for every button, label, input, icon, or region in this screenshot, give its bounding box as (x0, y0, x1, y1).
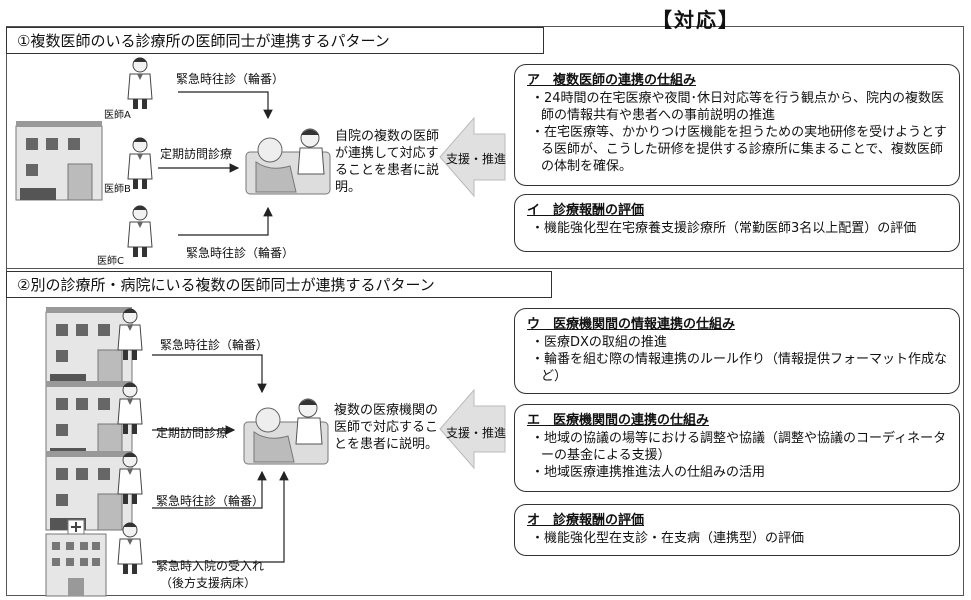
outer-frame (6, 26, 964, 596)
patient-home-visit-2-icon (243, 398, 329, 465)
p2-lower-label: 緊急時往診（輪番） (156, 494, 265, 508)
doctor-a-label: 医師A (104, 110, 131, 121)
patient-home-visit-icon (245, 128, 331, 195)
p2-center-text: 複数の医療機関の医師で対応することを患者に説明。 (334, 403, 439, 452)
header-title: 【対応】 (652, 8, 740, 32)
box-e-item: 地域の協議の場等における調整や協議（調整や協議のコーディネーターの基金による支援… (527, 430, 949, 464)
pattern2-title: ②別の診療所・病院にいる複数の医師同士が連携するパターン (6, 271, 552, 298)
hospital-icon (45, 519, 107, 597)
box-e-item: 地域医療連携推進法人の仕組みの活用 (527, 464, 949, 481)
box-o-title: オ 診療報酬の評価 (527, 513, 645, 528)
p2-support-label: 支援・推進 (446, 426, 507, 440)
box-u-item: 輪番を組む際の情報連携のルール作り（情報提供フォーマット作成など） (527, 351, 949, 385)
pattern1-title: ①複数医師のいる診療所の医師同士が連携するパターン (6, 27, 544, 54)
box-a-item: 24時間の在宅医療や夜間･休日対応等を行う観点から、院内の複数医師の情報共有や患… (527, 90, 949, 124)
box-a: ア 複数医師の連携の仕組み 24時間の在宅医療や夜間･休日対応等を行う観点から、… (514, 64, 960, 186)
doctor-b-icon (127, 137, 153, 190)
box-o: オ 診療報酬の評価 機能強化型在支診・在支病（連携型）の評価 (514, 504, 960, 556)
p1-center-text: 自院の複数の医師が連携して対応することを患者に説明。 (335, 129, 440, 195)
doctor-a-icon (127, 57, 153, 110)
box-e: エ 医療機関間の連携の仕組み 地域の協議の場等における調整や協議（調整や協議のコ… (514, 404, 960, 492)
support-arrow-2 (439, 388, 506, 470)
doctor-c-icon (127, 205, 153, 258)
box-u-title: ウ 医療機関間の情報連携の仕組み (527, 317, 736, 332)
box-u-item: 医療DXの取組の推進 (527, 334, 949, 351)
p2-bottom-label-1: 緊急時入院の受入れ (156, 559, 265, 573)
box-e-title: エ 医療機関間の連携の仕組み (527, 413, 710, 428)
p1-bottom-label: 緊急時往診（輪番） (186, 246, 295, 260)
p1-mid-label: 定期訪問診療 (160, 147, 233, 161)
p2-mid-label: 定期訪問診療 (156, 426, 229, 440)
box-u: ウ 医療機関間の情報連携の仕組み 医療DXの取組の推進 輪番を組む際の情報連携の… (514, 308, 960, 394)
box-i-title: イ 診療報酬の評価 (527, 203, 645, 218)
box-o-item: 機能強化型在支診・在支病（連携型）の評価 (527, 530, 949, 547)
p1-support-label: 支援・推進 (446, 152, 507, 166)
support-arrow-1 (439, 116, 506, 198)
clinic-building-icon (15, 120, 103, 201)
box-a-title: ア 複数医師の連携の仕組み (527, 73, 697, 88)
section-divider (6, 268, 964, 269)
doctor-b-label: 医師B (104, 184, 131, 195)
box-i: イ 診療報酬の評価 機能強化型在宅療養支援診療所（常勤医師3名以上配置）の評価 (514, 194, 960, 252)
doctor-c-label: 医師C (97, 256, 124, 267)
box-a-item: 在宅医療等、かかりつけ医機能を担うための実地研修を受けようとする医師が、こうした… (527, 124, 949, 175)
p1-top-label: 緊急時往診（輪番） (176, 72, 285, 86)
p2-bottom-label-2: （後方支援病床） (160, 576, 257, 590)
p2-top-label: 緊急時往診（輪番） (160, 338, 269, 352)
box-i-item: 機能強化型在宅療養支援診療所（常勤医師3名以上配置）の評価 (527, 220, 949, 237)
